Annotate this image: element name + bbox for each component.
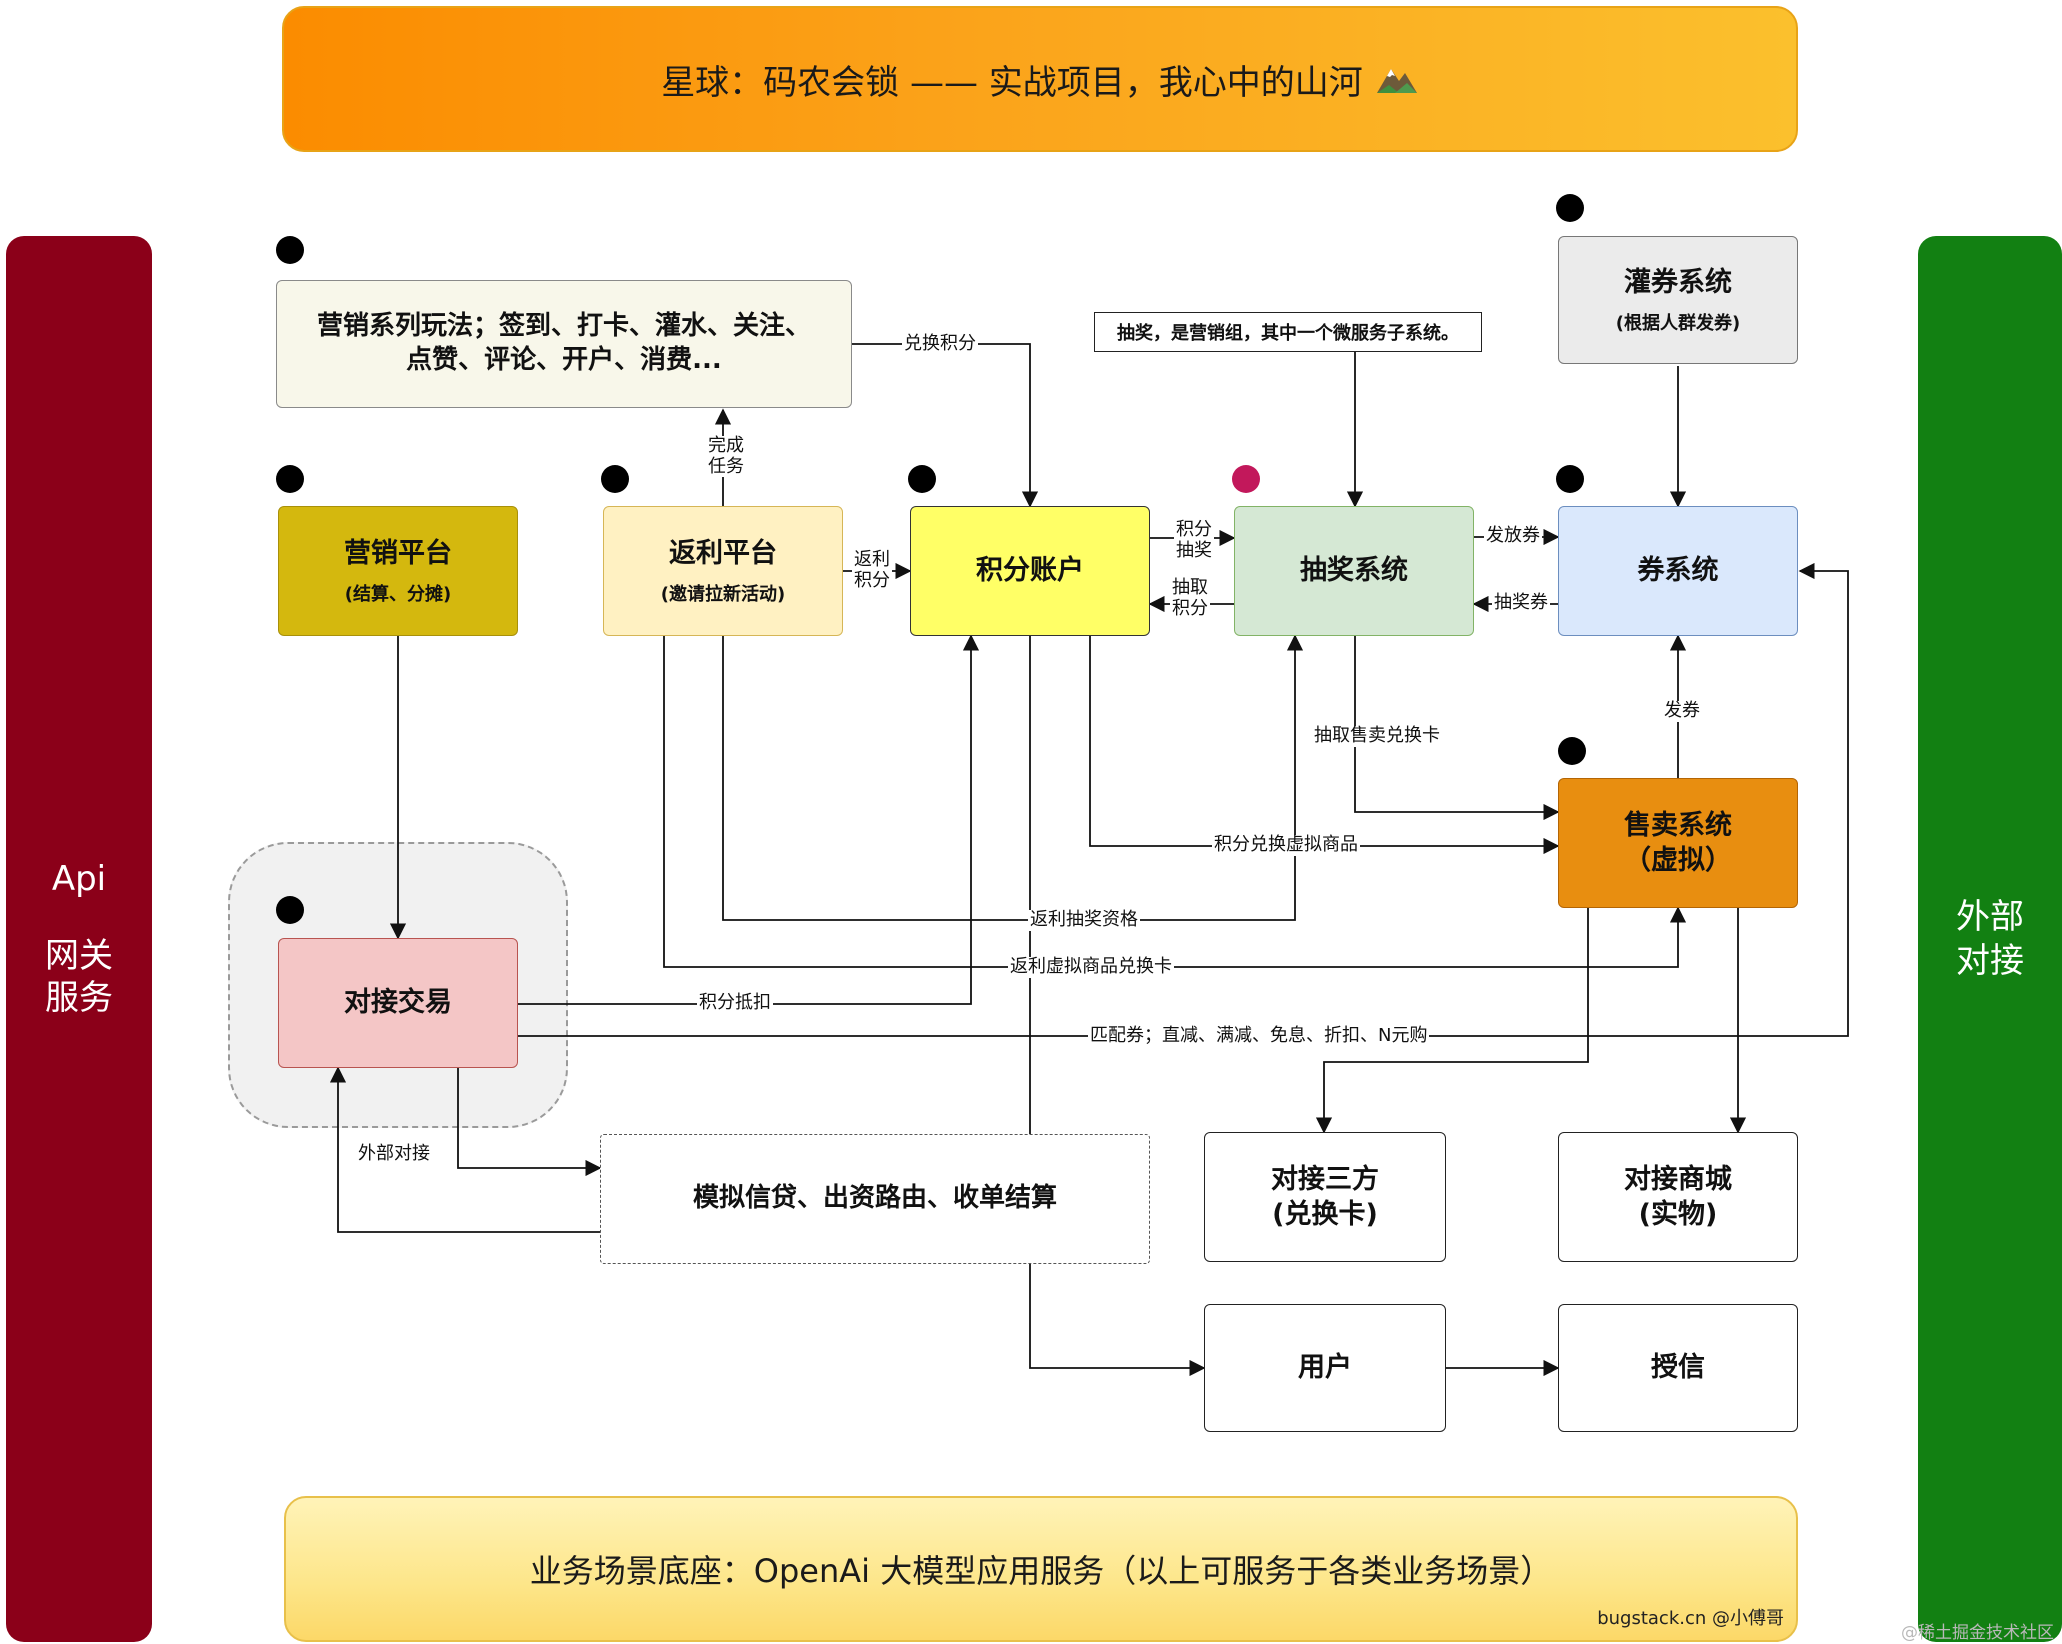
edge-sales-to-third <box>1315 908 1589 1134</box>
third-party-line2: (兑换卡) <box>1272 1199 1378 1230</box>
rebate-platform-box: 返利平台 (邀请拉新活动) <box>603 506 843 636</box>
label-match-coupon: 匹配券；直减、满减、免息、折扣、N元购 <box>1088 1025 1430 1047</box>
sidebar-right-line2: 对接 <box>1956 941 2024 981</box>
status-dot-trade-docking <box>276 896 304 924</box>
footer-credit: bugstack.cn @小傅哥 <box>1597 1608 1784 1629</box>
footer-banner: 业务场景底座：OpenAi 大模型应用服务（以上可服务于各类业务场景） <box>284 1496 1798 1642</box>
sidebar-right-line1: 外部 <box>1956 896 2024 937</box>
marketing-platform-title: 营销平台 <box>344 538 452 570</box>
label-rebate-points: 返利 积分 <box>852 549 892 592</box>
marketing-plays-box: 营销系列玩法；签到、打卡、灌水、关注、 点赞、评论、开户、消费... <box>276 280 852 408</box>
coupon-fill-title: 灌券系统 <box>1624 267 1732 299</box>
edge-rebate-lottery <box>722 634 1304 921</box>
credit-simulation-title: 模拟信贷、出资路由、收单结算 <box>692 1183 1057 1214</box>
label-draw-points: 抽取 积分 <box>1170 577 1210 620</box>
external-docking-sidebar: 外部 对接 <box>1918 236 2062 1642</box>
third-party-line1: 对接三方 <box>1271 1163 1379 1195</box>
label-rebate-points-line1: 返利 <box>854 549 890 570</box>
status-dot-sales-system <box>1558 737 1586 765</box>
user-box: 用户 <box>1204 1304 1446 1432</box>
header-title: 星球：码农会锁 —— 实战项目，我心中的山河 <box>661 62 1363 103</box>
label-rebate-virtual-card: 返利虚拟商品兑换卡 <box>1008 956 1174 978</box>
mall-box: 对接商城 (实物) <box>1558 1132 1798 1262</box>
sidebar-left-line3: 服务 <box>45 978 113 1019</box>
edge-external-docking <box>329 1066 600 1233</box>
status-dot-coupon-system <box>1556 465 1584 493</box>
mall-line1: 对接商城 <box>1624 1163 1732 1195</box>
label-rebate-lottery-quota: 返利抽奖资格 <box>1028 909 1140 931</box>
label-rebate-points-line2: 积分 <box>854 569 890 591</box>
marketing-platform-subtitle: (结算、分摊) <box>344 583 452 605</box>
mountain-icon <box>1376 69 1417 93</box>
rebate-platform-title: 返利平台 <box>669 538 777 570</box>
edge-rebate-virtual-card <box>663 636 1687 968</box>
edge-points-deduct <box>518 634 980 1005</box>
user-title: 用户 <box>1298 1352 1352 1384</box>
coupon-fill-system-box: 灌券系统 (根据人群发券) <box>1558 236 1798 364</box>
label-complete-task: 完成 任务 <box>706 435 746 478</box>
edge-draw-sale-card <box>1354 636 1560 821</box>
coupon-system-box: 券系统 <box>1558 506 1798 636</box>
status-dot-marketing-platform <box>276 465 304 493</box>
lottery-note-text: 抽奖，是营销组，其中一个微服务子系统。 <box>1117 323 1459 344</box>
label-points-lottery: 积分 抽奖 <box>1174 519 1214 562</box>
lottery-note: 抽奖，是营销组，其中一个微服务子系统。 <box>1094 312 1482 352</box>
sales-system-line2: （虚拟） <box>1624 845 1732 876</box>
edge-points-to-user <box>1029 636 1206 1377</box>
status-dot-points-account <box>908 465 936 493</box>
status-dot-coupon-fill <box>1556 194 1584 222</box>
status-dot-rebate-platform <box>601 465 629 493</box>
label-send-coupon: 发券 <box>1662 700 1702 722</box>
coupon-fill-subtitle: (根据人群发券) <box>1615 312 1741 334</box>
label-exchange-points: 兑换积分 <box>902 333 978 355</box>
label-external-docking: 外部对接 <box>356 1143 432 1165</box>
points-account-box: 积分账户 <box>910 506 1150 636</box>
status-dot-lottery-system <box>1232 465 1260 493</box>
edge-exchange-points <box>852 343 1039 508</box>
label-complete-task-line2: 任务 <box>708 455 744 477</box>
watermark: @稀土掘金技术社区 <box>1901 1623 2054 1643</box>
marketing-platform-box: 营销平台 (结算、分摊) <box>278 506 518 636</box>
sidebar-left-line1: Api <box>51 859 107 900</box>
third-party-box: 对接三方 (兑换卡) <box>1204 1132 1446 1262</box>
marketing-plays-line1: 营销系列玩法；签到、打卡、灌水、关注、 <box>316 311 811 342</box>
label-draw-sale-card: 抽取售卖兑换卡 <box>1312 725 1442 747</box>
label-draw-points-line1: 抽取 <box>1172 577 1208 598</box>
rebate-platform-subtitle: (邀请拉新活动) <box>660 583 786 605</box>
label-lottery-coupon: 抽奖券 <box>1492 592 1550 614</box>
sales-system-box: 售卖系统 （虚拟） <box>1558 778 1798 908</box>
label-complete-task-line1: 完成 <box>708 435 744 456</box>
edge-trade-to-credit <box>457 1068 602 1177</box>
lottery-system-box: 抽奖系统 <box>1234 506 1474 636</box>
api-gateway-sidebar: Api 网关 服务 <box>6 236 152 1642</box>
label-points-virtual-goods: 积分兑换虚拟商品 <box>1212 834 1360 856</box>
footer-title: 业务场景底座：OpenAi 大模型应用服务（以上可服务于各类业务场景） <box>529 1552 1553 1590</box>
label-points-lottery-line2: 抽奖 <box>1176 539 1212 561</box>
trade-docking-title: 对接交易 <box>344 987 452 1019</box>
sidebar-left-line2: 网关 <box>45 935 113 976</box>
label-draw-points-line2: 积分 <box>1172 597 1208 619</box>
coupon-system-title: 券系统 <box>1637 555 1719 587</box>
label-points-lottery-line1: 积分 <box>1176 519 1212 540</box>
label-points-deduct: 积分抵扣 <box>697 992 773 1014</box>
trade-docking-box: 对接交易 <box>278 938 518 1068</box>
credit-simulation-box: 模拟信贷、出资路由、收单结算 <box>600 1134 1150 1264</box>
credit-grant-title: 授信 <box>1651 1352 1705 1384</box>
lottery-system-title: 抽奖系统 <box>1300 555 1408 587</box>
header-banner: 星球：码农会锁 —— 实战项目，我心中的山河 <box>282 6 1798 152</box>
marketing-plays-line2: 点赞、评论、开户、消费... <box>406 345 722 375</box>
edge-points-virtual <box>1089 636 1560 855</box>
label-issue-coupon: 发放券 <box>1484 525 1542 547</box>
status-dot-marketing-plays <box>276 236 304 264</box>
mall-line2: (实物) <box>1638 1199 1718 1230</box>
points-account-title: 积分账户 <box>976 555 1084 587</box>
sales-system-line1: 售卖系统 <box>1624 809 1732 841</box>
credit-grant-box: 授信 <box>1558 1304 1798 1432</box>
